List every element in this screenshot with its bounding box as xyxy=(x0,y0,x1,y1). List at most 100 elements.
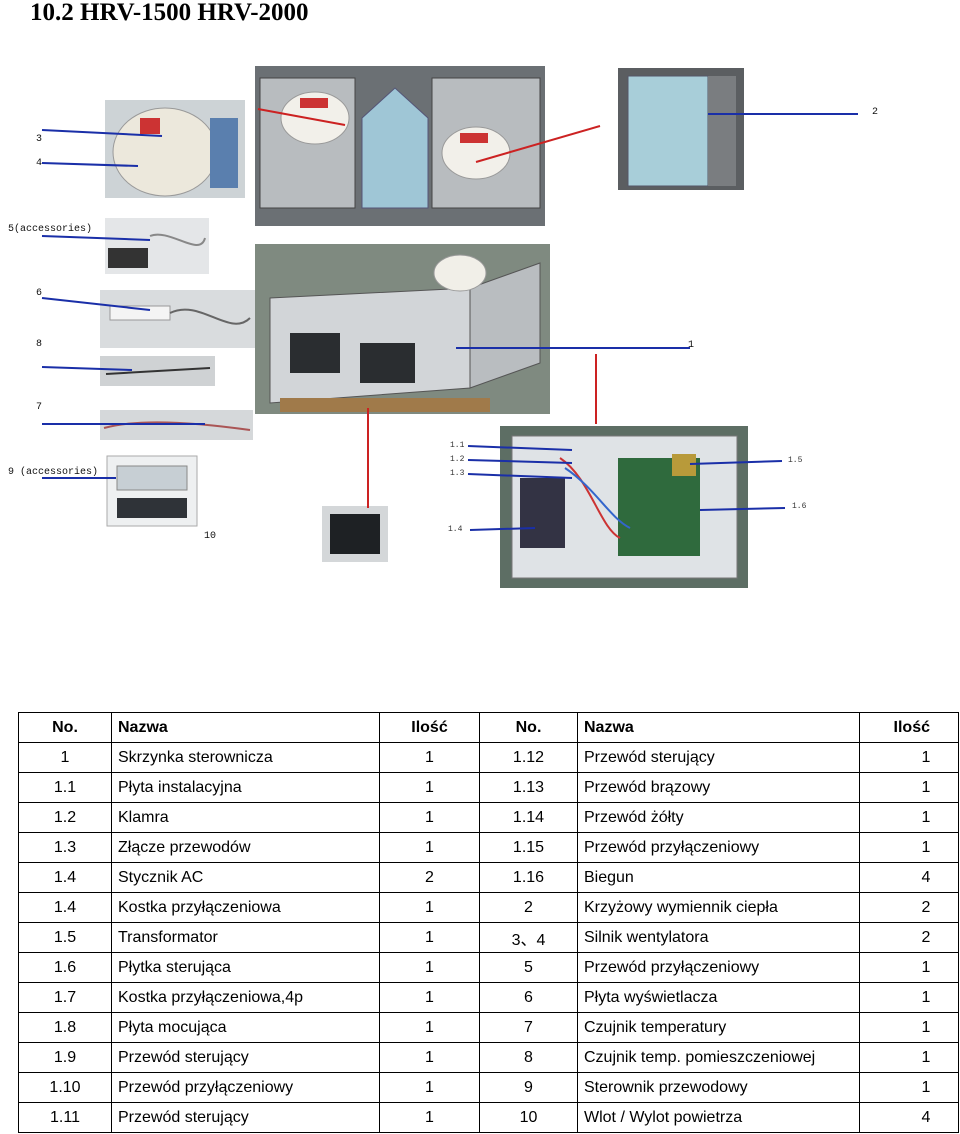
cell-qty: 1 xyxy=(379,772,480,803)
cell-no: 1.9 xyxy=(18,1042,112,1073)
label-10: 10 xyxy=(204,531,217,542)
cell-name: Przewód sterujący xyxy=(577,742,860,773)
cell-qty: 1 xyxy=(859,952,959,983)
header-no: No. xyxy=(479,712,578,743)
cell-name: Przewód przyłączeniowy xyxy=(577,952,860,983)
cell-name: Skrzynka sterownicza xyxy=(111,742,380,773)
cell-no: 1.7 xyxy=(18,982,112,1013)
cell-qty: 1 xyxy=(379,1072,480,1103)
label-1-5: 1.5 xyxy=(788,456,803,465)
cell-no: 1.13 xyxy=(479,772,578,803)
cell-no: 9 xyxy=(479,1072,578,1103)
label-1-6: 1.6 xyxy=(792,502,807,511)
cell-name: Przewód sterujący xyxy=(111,1102,380,1133)
cell-no: 1.5 xyxy=(18,922,112,953)
cell-qty: 1 xyxy=(379,1042,480,1073)
header-name: Nazwa xyxy=(111,712,380,743)
control-box-photo xyxy=(500,426,748,588)
cell-name: Płyta wyświetlacza xyxy=(577,982,860,1013)
cell-name: Klamra xyxy=(111,802,380,833)
cell-qty: 1 xyxy=(859,982,959,1013)
cell-no: 10 xyxy=(479,1102,578,1133)
cell-name: Czujnik temp. pomieszczeniowej xyxy=(577,1042,860,1073)
cell-name: Płytka sterująca xyxy=(111,952,380,983)
cell-no: 1 xyxy=(18,742,112,773)
cell-qty: 2 xyxy=(859,892,959,923)
cell-qty: 1 xyxy=(379,922,480,953)
cell-name: Silnik wentylatora xyxy=(577,922,860,953)
heat-exchanger-photo xyxy=(618,68,744,190)
cell-qty: 1 xyxy=(379,802,480,833)
cell-no: 3、4 xyxy=(479,922,578,953)
cell-qty: 1 xyxy=(379,952,480,983)
cell-qty: 1 xyxy=(859,1072,959,1103)
cell-no: 1.11 xyxy=(18,1102,112,1133)
label-4: 4 xyxy=(36,158,43,169)
cell-qty: 4 xyxy=(859,862,959,893)
cell-qty: 2 xyxy=(379,862,480,893)
cell-qty: 1 xyxy=(859,1012,959,1043)
cell-no: 1.12 xyxy=(479,742,578,773)
header-no: No. xyxy=(18,712,112,743)
wired-controller-photo xyxy=(106,455,198,527)
cell-qty: 1 xyxy=(379,1012,480,1043)
header-name: Nazwa xyxy=(577,712,860,743)
label-1-4: 1.4 xyxy=(448,525,463,534)
cell-no: 8 xyxy=(479,1042,578,1073)
cell-qty: 4 xyxy=(859,1102,959,1133)
label-6: 6 xyxy=(36,288,43,299)
cell-no: 2 xyxy=(479,892,578,923)
cell-no: 1.10 xyxy=(18,1072,112,1103)
cell-name: Kostka przyłączeniowa xyxy=(111,892,380,923)
label-1-2: 1.2 xyxy=(450,455,465,464)
parts-photo-collage xyxy=(41,66,858,588)
cell-no: 1.1 xyxy=(18,772,112,803)
label-5: 5(accessories) xyxy=(8,224,93,235)
air-inlet-outlet-photo xyxy=(322,506,388,562)
label-1-1: 1.1 xyxy=(450,441,465,450)
display-board-photo xyxy=(100,290,255,348)
cell-name: Biegun xyxy=(577,862,860,893)
header-qty: Ilość xyxy=(379,712,480,743)
cell-name: Transformator xyxy=(111,922,380,953)
cell-name: Przewód brązowy xyxy=(577,772,860,803)
cell-name: Przewód przyłączeniowy xyxy=(577,832,860,863)
cell-name: Płyta mocująca xyxy=(111,1012,380,1043)
accessory-cable-photo xyxy=(105,218,209,274)
cell-qty: 1 xyxy=(859,1042,959,1073)
label-9: 9 (accessories) xyxy=(8,467,99,478)
cell-qty: 2 xyxy=(859,922,959,953)
cell-name: Kostka przyłączeniowa,4p xyxy=(111,982,380,1013)
room-sensor-photo xyxy=(100,356,215,386)
unit-open-top-photo xyxy=(255,66,545,226)
label-3: 3 xyxy=(36,134,43,145)
cell-name: Płyta instalacyjna xyxy=(111,772,380,803)
cell-no: 1.14 xyxy=(479,802,578,833)
cell-name: Złącze przewodów xyxy=(111,832,380,863)
cell-no: 1.4 xyxy=(18,862,112,893)
cell-qty: 1 xyxy=(859,742,959,773)
cell-qty: 1 xyxy=(379,832,480,863)
label-2: 2 xyxy=(872,107,879,118)
cell-no: 1.15 xyxy=(479,832,578,863)
cell-no: 1.6 xyxy=(18,952,112,983)
cell-name: Przewód sterujący xyxy=(111,1042,380,1073)
cell-qty: 1 xyxy=(379,892,480,923)
page-title: 10.2 HRV-1500 HRV-2000 xyxy=(30,0,309,26)
cell-qty: 1 xyxy=(859,772,959,803)
cell-qty: 1 xyxy=(859,832,959,863)
cell-name: Wlot / Wylot powietrza xyxy=(577,1102,860,1133)
fan-motor-photo xyxy=(105,100,245,198)
label-7: 7 xyxy=(36,402,43,413)
